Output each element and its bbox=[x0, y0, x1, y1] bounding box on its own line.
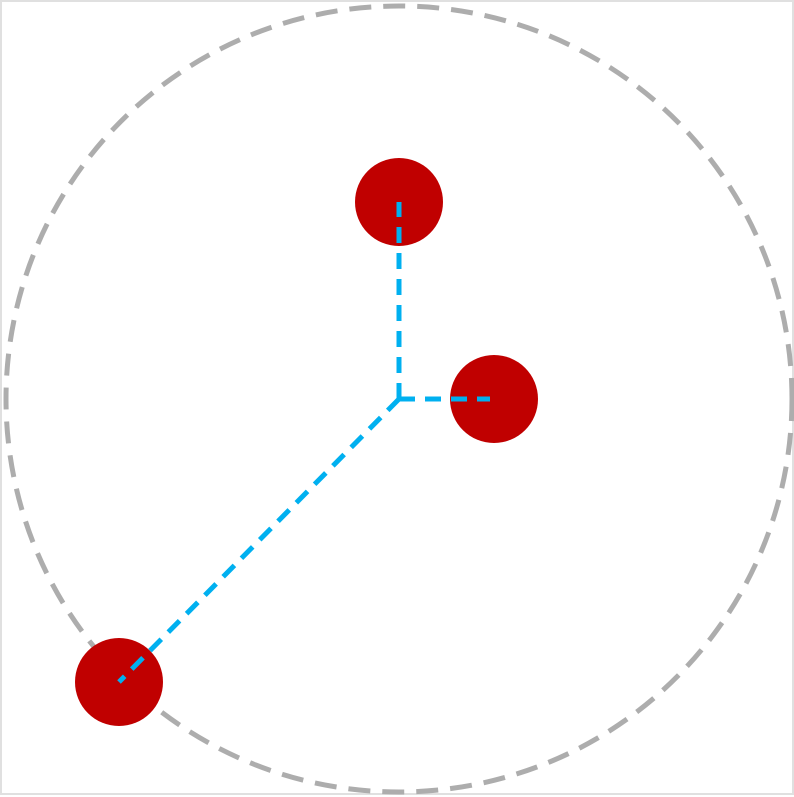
connector-bottom-left bbox=[117, 397, 401, 684]
node-right bbox=[450, 355, 538, 443]
outer-boundary-circle bbox=[3, 3, 794, 795]
